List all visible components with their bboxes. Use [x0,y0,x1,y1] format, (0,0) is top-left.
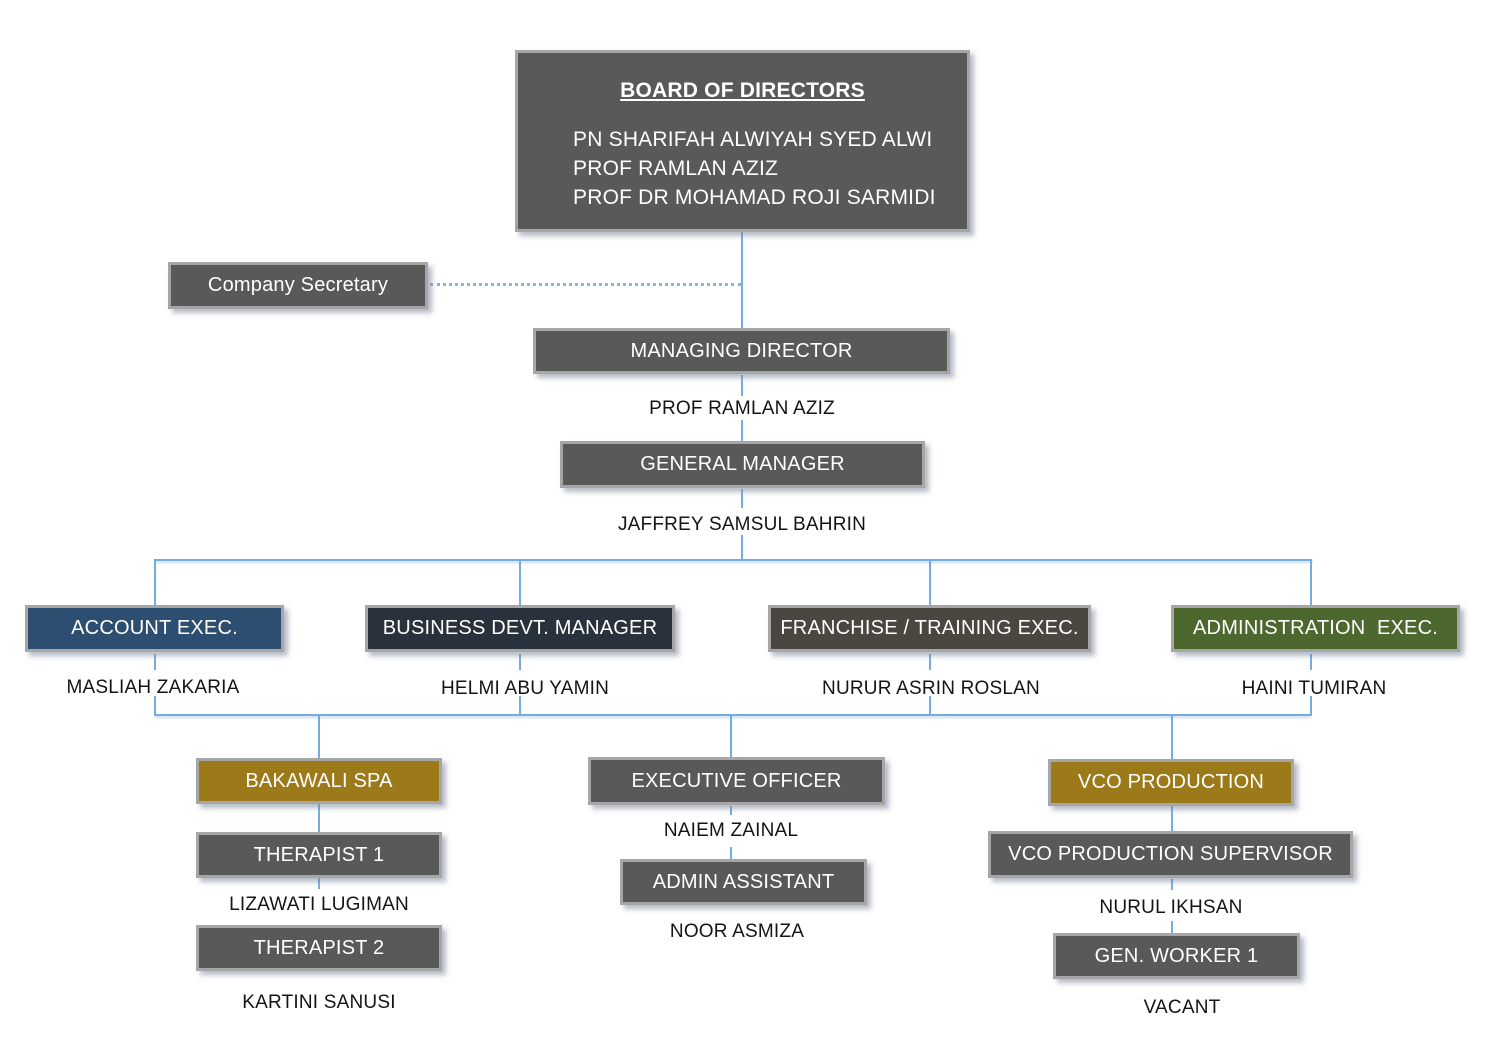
bakawali-spa-box: BAKAWALI SPA [196,758,442,804]
therapist-2-name: KARTINI SANUSI [242,992,396,1013]
company-secretary-box: Company Secretary [168,262,428,309]
therapist-2-box: THERAPIST 2 [196,925,442,971]
business-devt-manager-name: HELMI ABU YAMIN [440,678,610,699]
franchise-training-exec-box: FRANCHISE / TRAINING EXEC. [768,605,1091,652]
gen-worker-1-name: VACANT [1143,997,1221,1018]
board-title: BOARD OF DIRECTORS [620,79,865,102]
connector-drop-administration [1310,559,1312,606]
general-manager-name: JAFFREY SAMSUL BAHRIN [617,514,867,535]
board-member: PROF RAMLAN AZIZ [573,157,779,180]
managing-director-name: PROF RAMLAN AZIZ [649,398,835,419]
admin-assistant-name: NOOR ASMIZA [669,921,805,942]
board-of-directors-box: BOARD OF DIRECTORS PN SHARIFAH ALWIYAH S… [515,50,970,232]
account-exec-label: ACCOUNT EXEC. [71,617,238,639]
vco-production-box: VCO PRODUCTION [1048,759,1294,806]
stub-name-genworker [1171,921,1173,933]
connector-drop-vco [1171,714,1173,759]
connector-drop-account [154,559,156,606]
connector-gm-to-name [741,489,743,508]
stub-account-h2 [154,696,156,716]
managing-director-label: MANAGING DIRECTOR [630,339,853,362]
therapist-1-name: LIZAWATI LUGIMAN [229,894,409,915]
administration-exec-box: ADMINISTRATION EXEC. [1171,605,1460,652]
connector-h1 [154,559,1312,561]
account-exec-name: MASLIAH ZAKARIA [66,677,240,698]
connector-drop-business [519,559,521,606]
stub-account-name [154,654,156,670]
connector-h2 [154,714,1310,716]
stub-business-name [519,654,521,670]
business-devt-manager-label: BUSINESS DEVT. MANAGER [382,617,658,639]
franchise-training-exec-name: NURUR ASRIN ROSLAN [822,678,1040,699]
gen-worker-1-box: GEN. WORKER 1 [1053,933,1300,979]
stub-administration-h2 [1310,696,1312,716]
connector-name-to-gm [741,420,743,441]
stub-administration-name [1310,654,1312,670]
business-devt-manager-box: BUSINESS DEVT. MANAGER [365,605,675,652]
administration-exec-name: HAINI TUMIRAN [1241,678,1387,699]
stub-franchise-name [929,654,931,670]
admin-assistant-label: ADMIN ASSISTANT [652,870,835,893]
stub-business-h2 [519,696,521,716]
board-member: PROF DR MOHAMAD ROJI SARMIDI [573,186,936,209]
franchise-training-exec-label: FRANCHISE / TRAINING EXEC. [780,617,1079,639]
bakawali-spa-label: BAKAWALI SPA [245,769,393,792]
therapist-1-label: THERAPIST 1 [253,843,385,866]
connector-name-to-h1 [741,535,743,561]
vco-production-supervisor-name: NURUL IKHSAN [1099,897,1243,918]
executive-officer-box: EXECUTIVE OFFICER [588,757,885,805]
board-member: PN SHARIFAH ALWIYAH SYED ALWI [573,128,933,151]
stub-therapist1-name [318,878,320,889]
stub-name-adminassistant [730,847,732,859]
vco-production-label: VCO PRODUCTION [1077,771,1265,793]
connector-vco-to-supervisor [1171,806,1173,831]
managing-director-box: MANAGING DIRECTOR [533,328,950,374]
therapist-1-box: THERAPIST 1 [196,832,442,878]
connector-board-to-md [741,231,743,328]
connector-drop-office [730,714,732,757]
gen-worker-1-label: GEN. WORKER 1 [1094,944,1259,967]
admin-assistant-box: ADMIN ASSISTANT [620,859,867,905]
stub-franchise-h2 [929,696,931,716]
connector-drop-franchise [929,559,931,606]
company-secretary-label: Company Secretary [207,274,389,296]
connector-md-to-name [741,375,743,396]
stub-supervisor-name [1171,879,1173,890]
account-exec-box: ACCOUNT EXEC. [25,605,284,652]
vco-production-supervisor-label: VCO PRODUCTION SUPERVISOR [1008,843,1333,865]
executive-officer-name: NAIEM ZAINAL [663,820,799,841]
dotted-connector-company-secretary [430,283,741,286]
stub-officer-name [730,806,732,815]
therapist-2-label: THERAPIST 2 [253,936,385,959]
connector-drop-spa [318,714,320,758]
executive-officer-label: EXECUTIVE OFFICER [631,769,842,792]
connector-spa-to-therapist1 [318,804,320,832]
vco-production-supervisor-box: VCO PRODUCTION SUPERVISOR [988,831,1353,878]
general-manager-box: GENERAL MANAGER [560,441,925,488]
general-manager-label: GENERAL MANAGER [640,453,845,475]
administration-exec-label: ADMINISTRATION EXEC. [1193,617,1438,639]
